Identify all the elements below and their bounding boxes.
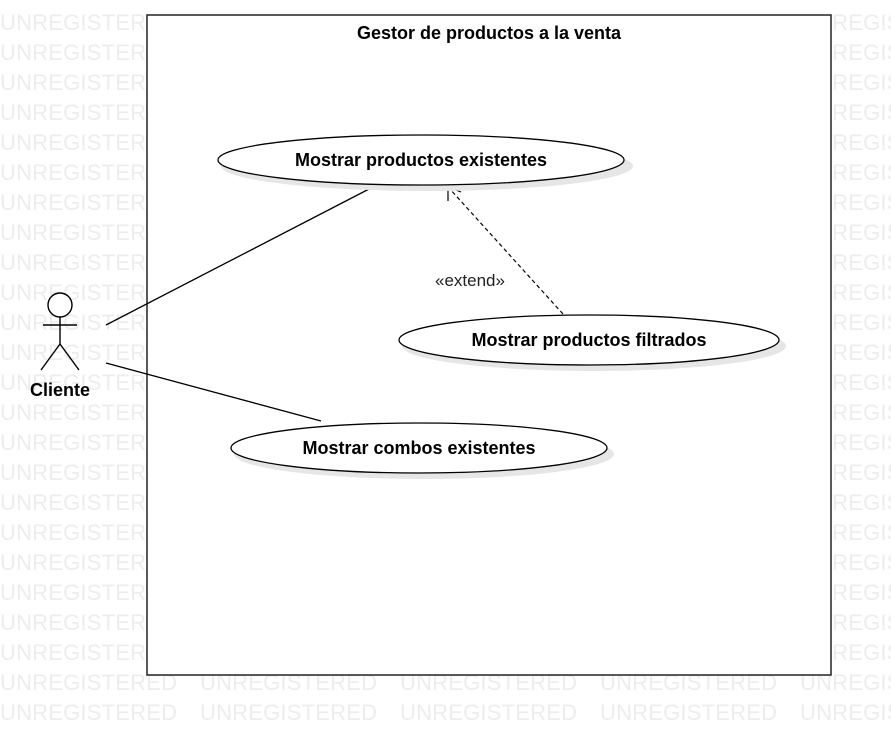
use-case-mostrar-productos-existentes[interactable]: Mostrar productos existentes [217,134,633,191]
association-cliente-mostrar-combos[interactable] [105,362,322,422]
watermark-text: UNREGISTERED [200,700,377,725]
use-case-label: Mostrar productos existentes [295,150,547,170]
watermark-text: UNREGISTERED [600,700,777,725]
system-title: Gestor de productos a la venta [357,23,622,43]
extend-dashed-line [448,187,564,315]
use-case-ellipse [217,134,625,186]
watermark-text: UNREGISTERED [400,700,577,725]
actor-cliente[interactable]: Cliente [30,292,90,400]
actor-head-icon [47,292,73,318]
actor-right-leg [59,343,80,371]
actor-left-leg [40,343,61,371]
association-cliente-mostrar-productos[interactable] [105,187,372,326]
use-case-label: Mostrar productos filtrados [471,330,706,350]
watermark-text: UNREGISTERED [800,700,891,725]
use-case-mostrar-combos-existentes[interactable]: Mostrar combos existentes [230,422,614,479]
use-case-ellipse [398,314,780,366]
actor-label: Cliente [30,380,90,400]
extend-stereotype-label: «extend» [435,271,505,290]
use-case-ellipse [230,422,608,474]
watermark-text: UNREGISTERED [0,700,177,725]
use-case-label: Mostrar combos existentes [302,438,535,458]
use-case-mostrar-productos-filtrados[interactable]: Mostrar productos filtrados [398,314,786,371]
